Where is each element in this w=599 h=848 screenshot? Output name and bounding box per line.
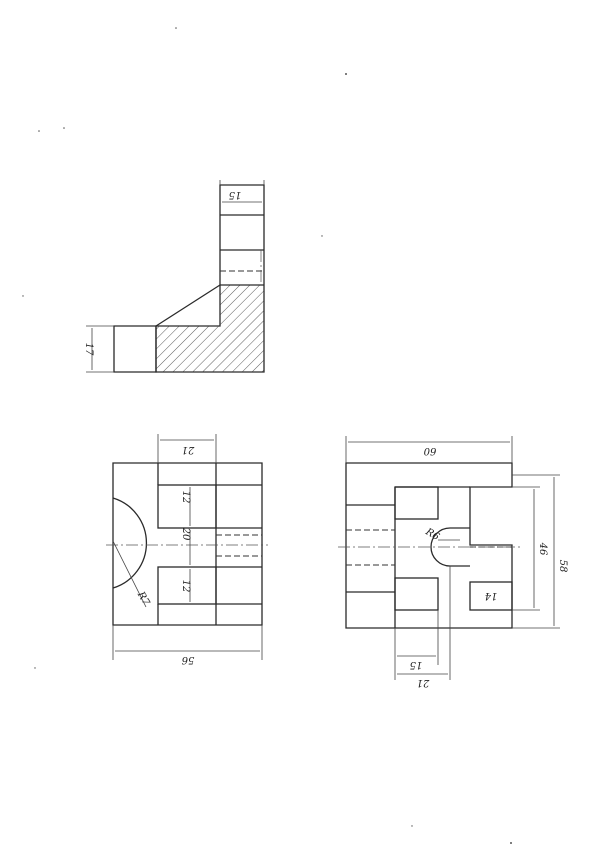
- front-dim-slot-lower: 12: [180, 580, 191, 593]
- front-view: [106, 434, 268, 660]
- front-dim-bottom: 56: [181, 654, 194, 665]
- plan-dim-bottom-outer: 21: [417, 677, 431, 688]
- scan-specks: [22, 27, 512, 844]
- front-dim-slot-mid: 20: [180, 527, 191, 541]
- front-dim-radius: R7: [134, 589, 151, 608]
- plan-dim-bottom-inner: 15: [410, 659, 423, 670]
- plan-dim-notch: 14: [485, 590, 498, 601]
- plan-dim-inner: 46: [537, 542, 548, 556]
- side-dim-width: 15: [229, 189, 242, 200]
- plan-dim-radius: R6: [423, 526, 442, 543]
- front-dim-top: 21: [182, 444, 196, 455]
- plan-view: [338, 436, 560, 680]
- side-dim-height: 17: [83, 343, 94, 356]
- front-dim-slot-upper: 12: [180, 491, 191, 504]
- plan-dim-top: 60: [423, 445, 436, 456]
- side-view: [86, 180, 265, 373]
- plan-dim-outer: 58: [557, 560, 568, 573]
